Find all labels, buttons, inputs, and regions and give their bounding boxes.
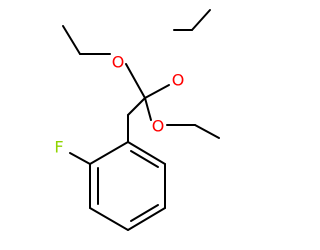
ring-double-bond-1 (130, 150, 159, 168)
ring-double-bond-2 (130, 204, 159, 222)
ring-bond-3 (127, 207, 166, 231)
atom-label-o2: O (172, 71, 185, 90)
atom-label-o3: O (152, 117, 165, 136)
bond-c-ch2 (127, 97, 146, 116)
atom-label-f: F (54, 138, 63, 157)
atom-label-o1: O (112, 53, 125, 72)
bond-ethyl1-ch3 (62, 25, 81, 55)
bond-ethyl2-ch3 (191, 9, 211, 31)
ring-bond-1 (127, 141, 166, 165)
molecule-structure: F O O O (54, 9, 220, 231)
ring-bond-6 (89, 141, 129, 165)
bond-ethyl3-ch3 (194, 124, 220, 139)
bond-ring-f (69, 152, 91, 165)
ring-bond-4 (89, 207, 129, 231)
bond-o2-c (144, 84, 170, 99)
bond-c-o3 (144, 97, 152, 121)
bond-o1-c (125, 63, 146, 99)
